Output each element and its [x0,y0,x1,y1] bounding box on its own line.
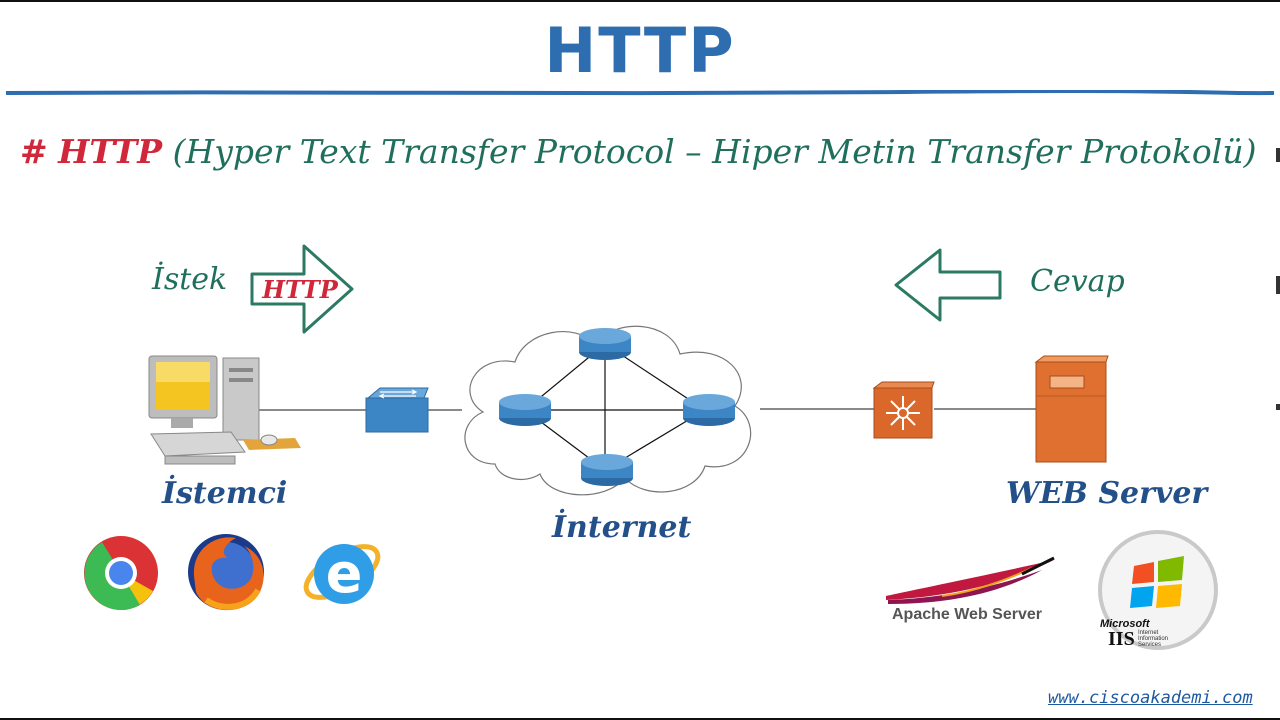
iis-brand-label: Microsoft [1100,618,1150,630]
subtitle-description: (Hyper Text Transfer Protocol – Hiper Me… [172,132,1257,171]
router-icon [499,394,551,426]
router-icon [581,454,633,486]
response-label: Cevap [1030,264,1125,299]
edge-mark [1276,404,1280,410]
apache-logo-icon [886,556,1055,604]
subtitle-protocol: HTTP [58,132,163,171]
apache-label: Apache Web Server [892,606,1042,623]
page-title: HTTP [544,14,736,87]
switch-icon [365,387,429,433]
iis-name-label: IIS [1108,628,1135,650]
edge-mark [1276,148,1280,162]
chrome-icon [84,536,158,611]
request-arrow-text: HTTP [261,275,339,304]
footer-website-link[interactable]: www.ciscoakademi.com [1048,688,1253,708]
svg-text:e: e [326,542,363,605]
iis-desc-line: Internet [1138,630,1159,636]
iis-desc-line: Information [1138,636,1169,642]
firefox-icon [188,534,264,611]
subtitle: # HTTP (Hyper Text Transfer Protocol – H… [20,132,1256,171]
internet-explorer-icon: e [303,542,381,605]
edge-mark [1276,276,1280,294]
server-label: WEB Server [1006,476,1208,511]
internet-label: İnternet [552,510,692,545]
router-icon [579,328,631,360]
subtitle-hash: # [20,132,48,171]
title-underline [6,90,1274,96]
iis-desc-line: Services [1138,642,1162,648]
web-server-icon [1034,355,1109,463]
response-arrow-icon [894,248,1002,322]
client-label: İstemci [162,476,288,511]
layer3-switch-icon [872,381,935,439]
internet-cloud-icon [464,325,752,496]
router-icon [683,394,735,426]
iis-logo-icon [1098,530,1218,650]
request-label: İstek [152,262,228,297]
client-computer-icon [148,355,301,465]
iis-description: Internet Information Services [1138,630,1168,648]
request-arrow-icon: HTTP [250,244,354,334]
